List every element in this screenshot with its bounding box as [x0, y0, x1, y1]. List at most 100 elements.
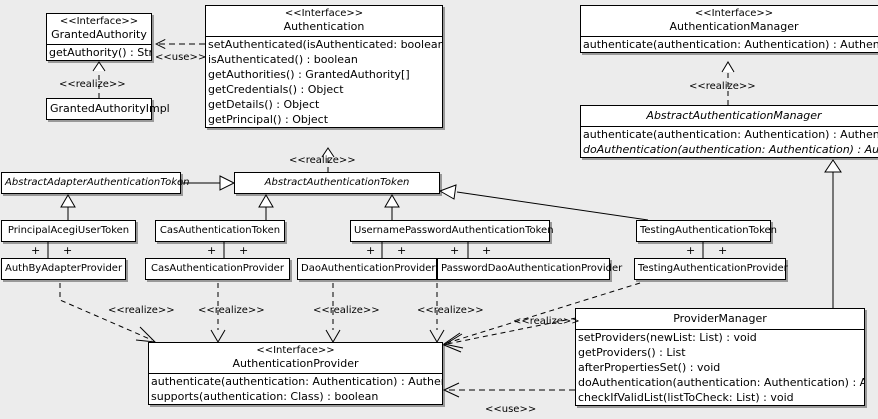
operation-item: isAuthenticated() : boolean: [208, 53, 358, 66]
class-authentication-manager[interactable]: <<Interface>> AuthenticationManager auth…: [580, 5, 878, 53]
class-header: DaoAuthenticationProvider: [298, 259, 436, 279]
class-name-label: AbstractAdapterAuthenticationToken: [5, 177, 190, 188]
class-header: GrantedAuthorityImpl: [47, 99, 170, 119]
class-cas-authentication-token[interactable]: CasAuthenticationToken: [155, 220, 285, 242]
operation-item: authenticate(authentication: Authenticat…: [151, 375, 442, 388]
operations-compartment: authenticate(authentication: Authenticat…: [149, 374, 442, 404]
class-header: AuthByAdapterProvider: [2, 259, 125, 279]
class-header: TestingAuthenticationToken: [637, 221, 778, 241]
operations-compartment: getAuthority() : String: [47, 45, 151, 60]
edge-generalize-usernamepasswordtoken: [384, 194, 400, 220]
multiplicity-marker: +: [718, 244, 728, 257]
class-header: PasswordDaoAuthenticationProvider: [438, 259, 623, 279]
class-name-label: AbstractAuthenticationManager: [646, 109, 822, 122]
operation-item: getProviders() : List: [578, 346, 686, 359]
class-header: <<Interface>> GrantedAuthority: [47, 14, 151, 44]
class-header: <<Interface>> AuthenticationManager: [581, 6, 878, 36]
operation-item: authenticate(authentication: Authenticat…: [583, 128, 878, 141]
multiplicity-marker: +: [450, 244, 460, 257]
edge-label-realize-daoauthenticationprovider: <<realize>>: [313, 305, 380, 316]
operation-item: setAuthenticated(isAuthenticated: boolea…: [208, 38, 442, 51]
edge-generalize-casauthenticationtoken: [258, 194, 274, 220]
class-name-label: CasAuthenticationToken: [159, 225, 281, 236]
edge-generalize-providermanager: [824, 159, 842, 308]
edge-label-realize-casauthenticationprovider: <<realize>>: [198, 305, 265, 316]
class-authentication-provider[interactable]: <<Interface>> AuthenticationProvider aut…: [148, 342, 443, 405]
operations-compartment: setProviders(newList: List) : void getPr…: [576, 330, 864, 405]
operation-item: setProviders(newList: List) : void: [578, 331, 757, 344]
edge-label-realize-grantedauthorityimpl: <<realize>>: [59, 79, 126, 90]
multiplicity-marker: +: [397, 244, 407, 257]
operation-item: getDetails() : Object: [208, 98, 320, 111]
class-name-label: GrantedAuthorityImpl: [50, 102, 170, 115]
class-provider-manager[interactable]: ProviderManager setProviders(newList: Li…: [575, 308, 865, 406]
class-name-label: GrantedAuthority: [51, 28, 147, 41]
class-abstract-authentication-manager[interactable]: AbstractAuthenticationManager authentica…: [580, 105, 878, 158]
operation-item: getAuthority() : String: [49, 46, 151, 59]
edge-label-use-providermanager: <<use>>: [485, 404, 537, 415]
class-name-label: AuthByAdapterProvider: [5, 263, 123, 274]
class-header: AbstractAuthenticationToken: [235, 173, 439, 193]
operations-compartment: setAuthenticated(isAuthenticated: boolea…: [206, 37, 442, 127]
class-name-label: PasswordDaoAuthenticationProvider: [441, 263, 623, 274]
class-dao-authentication-provider[interactable]: DaoAuthenticationProvider: [297, 258, 437, 280]
class-abstract-authentication-token[interactable]: AbstractAuthenticationToken: [234, 172, 440, 194]
class-name-label: TestingAuthenticationProvider: [638, 263, 788, 274]
operation-item: doAuthentication(authentication: Authent…: [578, 376, 864, 389]
multiplicity-marker: +: [207, 244, 217, 257]
class-header: <<Interface>> Authentication: [206, 6, 442, 36]
operation-item: authenticate(authentication: Authenticat…: [583, 38, 878, 51]
multiplicity-marker: +: [366, 244, 376, 257]
compartment-divider: [581, 36, 878, 37]
class-principal-acegi-user-token[interactable]: PrincipalAcegiUserToken: [1, 220, 136, 242]
compartment-divider: [576, 329, 864, 330]
operation-item: getPrincipal() : Object: [208, 113, 329, 126]
edge-label-realize-authbyadapterprovider: <<realize>>: [108, 305, 175, 316]
edge-label-realize-abstractauthenticationmanager: <<realize>>: [689, 81, 756, 92]
edge-generalize-testingauthenticationtoken: [438, 184, 649, 221]
class-cas-authentication-provider[interactable]: CasAuthenticationProvider: [145, 258, 290, 280]
class-name-label: AuthenticationProvider: [232, 357, 359, 370]
class-header: AbstractAuthenticationManager: [581, 106, 878, 126]
class-testing-authentication-token[interactable]: TestingAuthenticationToken: [636, 220, 778, 242]
class-name-label: UsernamePasswordAuthenticationToken: [354, 225, 554, 236]
operation-item: supports(authentication: Class) : boolea…: [151, 390, 379, 403]
multiplicity-marker: +: [482, 244, 492, 257]
stereotype-label: <<Interface>>: [59, 16, 139, 27]
edge-label-realize-passworddaoprovider: <<realize>>: [417, 305, 484, 316]
class-username-password-authentication-token[interactable]: UsernamePasswordAuthenticationToken: [350, 220, 554, 242]
class-granted-authority-impl[interactable]: GrantedAuthorityImpl: [46, 98, 170, 120]
stereotype-label: <<Interface>>: [694, 8, 774, 19]
class-header: CasAuthenticationToken: [156, 221, 284, 241]
edge-generalize-principalacegiusertoken: [60, 194, 76, 220]
class-abstract-adapter-authentication-token[interactable]: AbstractAdapterAuthenticationToken: [1, 172, 190, 194]
class-name-label: AuthenticationManager: [669, 20, 799, 33]
class-name-label: TestingAuthenticationToken: [640, 225, 778, 236]
operations-compartment: authenticate(authentication: Authenticat…: [581, 37, 878, 52]
compartment-divider: [581, 126, 878, 127]
operation-item: checkIfValidList(listToCheck: List) : vo…: [578, 391, 794, 404]
edge-label-use-authentication-grantedauthority: <<use>>: [155, 52, 207, 63]
class-auth-by-adapter-provider[interactable]: AuthByAdapterProvider: [1, 258, 126, 280]
class-granted-authority[interactable]: <<Interface>> GrantedAuthority getAuthor…: [46, 13, 152, 61]
compartment-divider: [206, 36, 442, 37]
class-header: PrincipalAcegiUserToken: [2, 221, 135, 241]
class-name-label: CasAuthenticationProvider: [151, 263, 284, 274]
class-name-label: Authentication: [283, 20, 365, 33]
compartment-divider: [47, 44, 151, 45]
edge-label-realize-providermanager: <<realize>>: [513, 316, 580, 327]
class-password-dao-authentication-provider[interactable]: PasswordDaoAuthenticationProvider: [437, 258, 623, 280]
class-testing-authentication-provider[interactable]: TestingAuthenticationProvider: [634, 258, 788, 280]
class-header: <<Interface>> AuthenticationProvider: [149, 343, 442, 373]
class-header: AbstractAdapterAuthenticationToken: [2, 173, 190, 193]
class-name-label: PrincipalAcegiUserToken: [7, 225, 130, 236]
multiplicity-marker: +: [31, 244, 41, 257]
operation-item: getCredentials() : Object: [208, 83, 344, 96]
compartment-divider: [149, 373, 442, 374]
edge-use-providermanager: [442, 382, 575, 398]
class-name-label: ProviderManager: [673, 312, 767, 325]
edge-label-realize-abstractauthenticationtoken: <<realize>>: [289, 155, 356, 166]
class-authentication[interactable]: <<Interface>> Authentication setAuthenti…: [205, 5, 443, 128]
operations-compartment: authenticate(authentication: Authenticat…: [581, 127, 878, 157]
